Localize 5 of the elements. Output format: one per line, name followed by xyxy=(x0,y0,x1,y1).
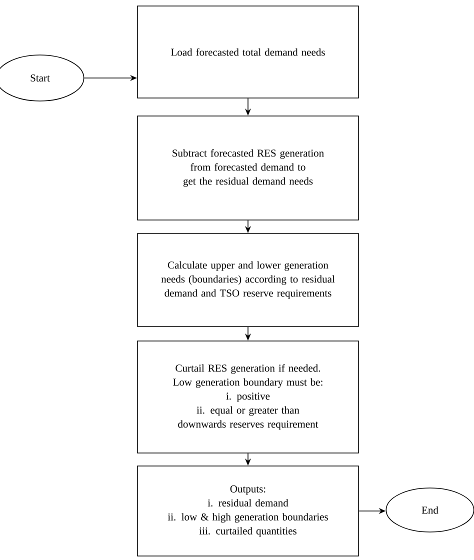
process-box: Subtract forecasted RES generation from forecasted demand to get the residual demand needs xyxy=(137,116,359,220)
process-box: Load forecasted total demand needs xyxy=(137,6,359,98)
process-box: Curtail RES generation if needed. Low generation boundary must be: i. positive ii. equal or greater than downwards reserves requirement xyxy=(137,340,359,454)
process-box: Outputs: i. residual demand ii. low & high generation boundaries iii. curtailed quantities xyxy=(137,466,359,556)
process-box: Calculate upper and lower generation needs (boundaries) according to residual demand and TSO reserve requirements xyxy=(137,233,359,327)
